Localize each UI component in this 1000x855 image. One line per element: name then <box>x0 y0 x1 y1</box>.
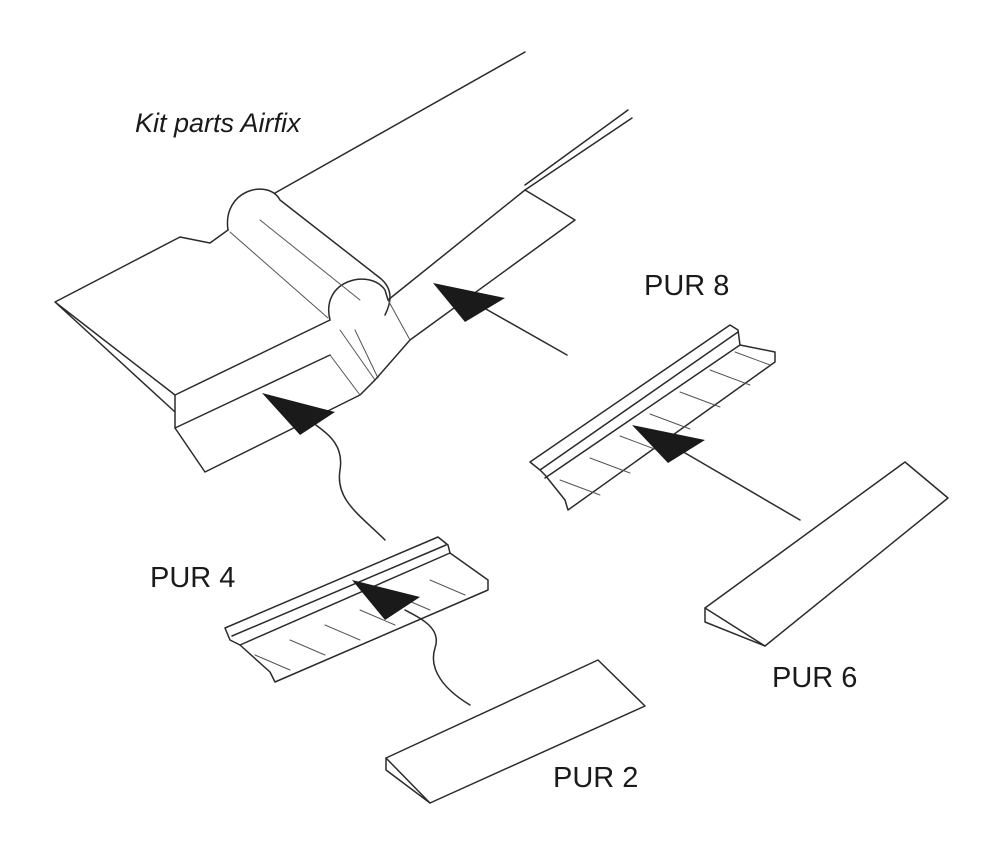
wing-gap-inner <box>329 299 411 396</box>
pur2-edge <box>385 757 431 804</box>
wing-root-bulge-shading <box>229 219 379 381</box>
pur6-outline <box>704 461 949 647</box>
pur6-edge <box>704 607 766 647</box>
arrowhead <box>433 283 505 322</box>
part-pur4 <box>224 536 489 683</box>
part-pur8 <box>529 324 776 511</box>
pur4-outline <box>224 536 489 683</box>
pur2-outline <box>385 659 646 804</box>
pur4-rail <box>231 544 451 646</box>
pur8-ribs <box>559 351 771 496</box>
wing-gap-upper <box>387 189 576 341</box>
wing-trailing-edge-upper <box>524 109 629 186</box>
label-pur8: PUR 8 <box>644 270 730 302</box>
wing-flap-left <box>54 229 331 429</box>
arrow-to-pur8 <box>632 425 801 521</box>
part-pur6 <box>704 461 949 647</box>
pur8-rail <box>539 331 741 479</box>
pur4-ribs <box>254 579 466 671</box>
wing-root-bulge-2 <box>327 278 389 321</box>
arrow-to-pur4 <box>352 580 471 706</box>
label-pur6: PUR 6 <box>772 662 858 694</box>
kit-wing-assembly <box>54 51 633 473</box>
arrowhead <box>262 393 335 435</box>
arrowhead <box>632 425 705 463</box>
wing-trailing-edge-lower <box>524 117 633 191</box>
part-pur2 <box>385 659 646 804</box>
arrowhead <box>352 580 420 620</box>
wing-leading-edge <box>274 51 526 194</box>
label-pur2: PUR 2 <box>553 762 639 794</box>
arrow-to-wing-upper <box>433 283 568 356</box>
label-pur4: PUR 4 <box>150 562 236 594</box>
arrow-to-wing-lower <box>262 393 386 541</box>
diagram-title: Kit parts Airfix <box>135 108 301 138</box>
wing-root-bulge-1 <box>226 188 391 316</box>
